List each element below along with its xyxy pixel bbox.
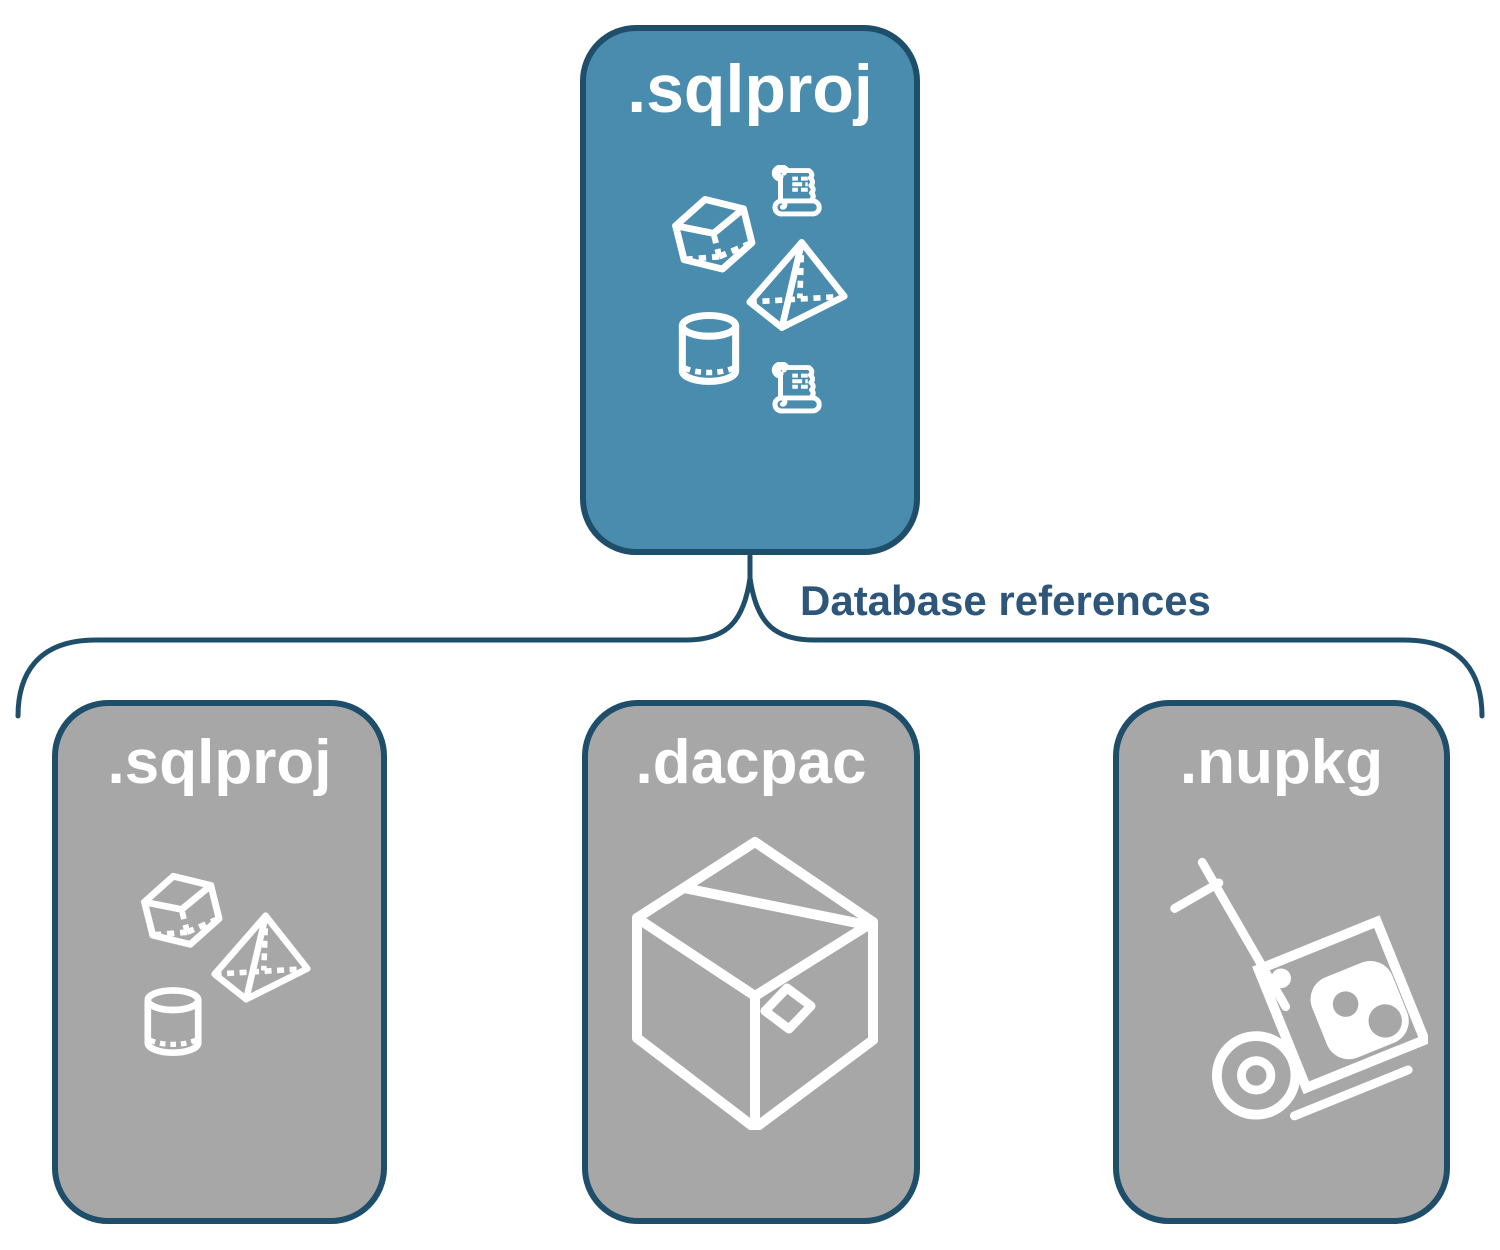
connector-label: Database references [800,577,1211,624]
scroll-icon [765,165,827,222]
brace-left-curve [15,575,753,719]
node-nupkg: .nupkg [1113,700,1450,1224]
scroll-icon [765,362,827,419]
package-box-icon [624,830,886,1130]
node-title: .nupkg [1179,728,1384,797]
pyramid-icon [210,910,312,1005]
pyramid-icon [745,237,849,333]
node-dacpac: .dacpac [582,700,920,1224]
node-sqlproj-child: .sqlproj [52,700,387,1224]
node-title: .sqlproj [627,51,873,127]
node-sqlproj-root: .sqlproj [580,25,920,555]
node-title: .sqlproj [107,728,332,797]
cylinder-icon [138,983,208,1065]
cylinder-icon [672,309,746,393]
nuget-hand-truck-icon [1158,845,1428,1130]
node-title: .dacpac [635,728,867,797]
